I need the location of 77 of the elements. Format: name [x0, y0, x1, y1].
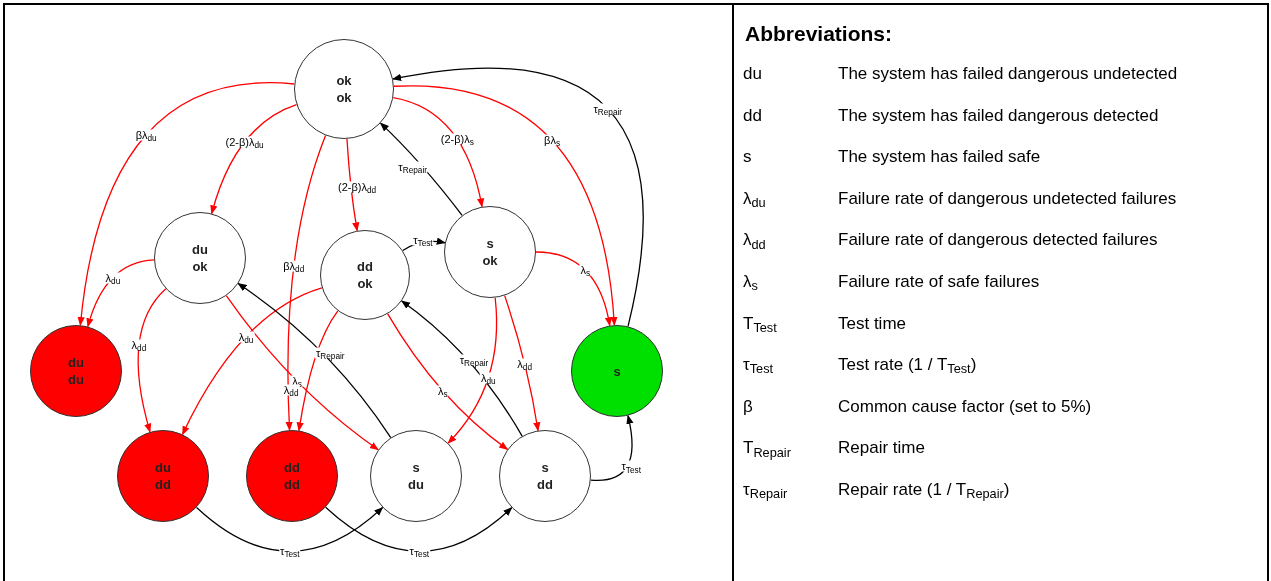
edge-label: τ$_{Repair}$	[397, 161, 428, 173]
arrow	[535, 251, 612, 327]
abbreviation: λ$_{du}$	[743, 188, 766, 209]
state-label: du	[68, 371, 84, 388]
table-heading: Abbreviations:	[745, 21, 893, 47]
arrow	[387, 313, 509, 450]
edge-label: (2-β)λ$_{dd}$	[336, 181, 378, 193]
arrow	[401, 300, 523, 437]
state-label: ok	[357, 275, 373, 292]
arrow	[393, 85, 618, 326]
definition: Repair time	[838, 438, 925, 459]
definition: Test rate (1 / T$_{Test}$)	[838, 355, 977, 376]
abbreviation: T$_{Test}$	[743, 313, 777, 334]
abbreviation: λ$_{s}$	[743, 272, 758, 292]
edge-label: λ$_{du}$	[237, 331, 255, 343]
edge-label: τ$_{Repair}$	[314, 347, 346, 359]
state-label: ok	[336, 89, 352, 106]
state-label: s	[486, 235, 494, 252]
arrow	[296, 310, 339, 432]
definition: Repair rate (1 / T$_{Repair}$)	[838, 480, 1010, 500]
edge-label: λ$_{dd}$	[130, 339, 148, 351]
abbreviation: s	[743, 147, 752, 168]
arrow	[346, 138, 360, 232]
state-label: dd	[155, 476, 171, 493]
state-label: s	[412, 459, 420, 476]
arrow	[392, 67, 644, 327]
abbreviation: τ$_{Repair}$	[743, 480, 788, 500]
state-label: dd	[537, 476, 553, 493]
edge-label: (2-β)λ$_{s}$	[439, 133, 475, 145]
abbreviation: T$_{Repair}$	[743, 438, 791, 459]
abbreviation: du	[743, 64, 762, 84]
state-label: ok	[336, 72, 352, 89]
arrow	[379, 122, 463, 217]
arrow	[504, 294, 541, 432]
abbreviation: τ$_{Test}$	[743, 355, 774, 376]
state-label: dd	[284, 459, 300, 476]
edge-label: τ$_{Repair}$	[592, 103, 624, 115]
definition: The system has failed safe	[838, 147, 1041, 168]
state-label: du	[408, 476, 424, 493]
edge-label: τ$_{Test}$	[620, 460, 642, 472]
arrow	[195, 506, 384, 552]
abbreviation: dd	[743, 105, 762, 126]
definition: Test time	[838, 313, 907, 334]
edge-label: βλ$_{s}$	[543, 134, 562, 146]
abbreviation: λ$_{dd}$	[743, 230, 766, 251]
definition: Failure rate of safe failures	[838, 272, 1040, 292]
arrow	[392, 96, 484, 208]
edge-label: βλ$_{dd}$	[282, 260, 306, 272]
state-label: dd	[357, 258, 373, 275]
arrow	[447, 297, 498, 444]
arrow	[325, 506, 513, 552]
abbreviation: β	[743, 396, 753, 417]
state-label: du	[68, 354, 84, 371]
edge-label: λ$_{du}$	[104, 272, 122, 284]
state-label: s	[541, 459, 549, 476]
arrow	[225, 295, 379, 451]
definition: The system has failed dangerous detected	[838, 105, 1159, 126]
definition: Common cause factor (set to 5%)	[838, 396, 1092, 417]
edge-label: βλ$_{du}$	[134, 129, 158, 141]
edge-label: λ$_{dd}$	[516, 358, 533, 370]
edge-label: λ$_{s}$	[579, 264, 592, 276]
state-label: ok	[192, 258, 208, 275]
state-label: du	[192, 241, 208, 258]
edge-label: (2-β)λ$_{du}$	[224, 136, 265, 148]
arrow	[237, 282, 392, 439]
arrow	[77, 82, 295, 327]
arrow	[285, 134, 327, 431]
state-label: dd	[284, 476, 300, 493]
state-label: s	[613, 362, 621, 380]
state-label: ok	[482, 252, 498, 269]
definition: The system has failed dangerous undetected	[838, 64, 1178, 84]
definition: Failure rate of dangerous detected failures	[838, 230, 1158, 251]
state-label: du	[155, 459, 171, 476]
definition: Failure rate of dangerous undetected failures	[838, 188, 1177, 209]
edge-label: τ$_{Repair}$	[458, 354, 490, 366]
edge-label: λ$_{s}$	[437, 385, 449, 397]
edge-label: λ$_{du}$	[480, 372, 497, 384]
